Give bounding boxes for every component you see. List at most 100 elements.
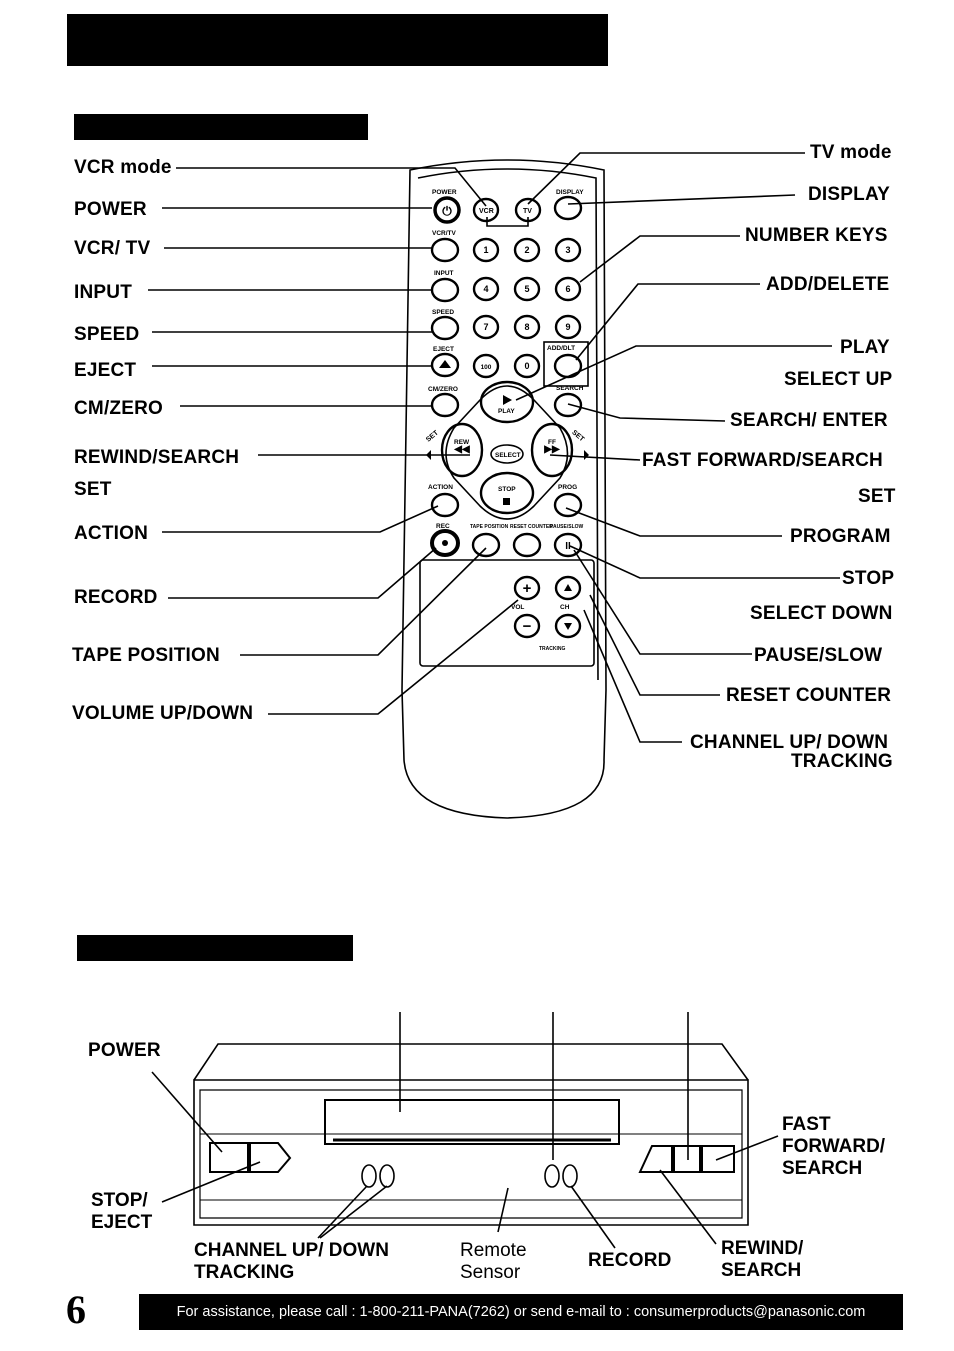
vcr-label-stop-eject: STOP/ EJECT <box>91 1190 153 1233</box>
prog-button-label: PROG <box>558 484 577 491</box>
vcr-tv-button <box>430 237 460 263</box>
vcr-stop-eject-button <box>249 1142 292 1173</box>
label-input: INPUT <box>74 282 132 303</box>
label-speed: SPEED <box>74 324 140 345</box>
tape-position-button <box>471 532 501 558</box>
vol-up-button <box>513 575 541 601</box>
tracking-button-label: TRACKING <box>539 646 565 652</box>
leader-volume <box>268 599 519 715</box>
vcr-button-label: VCR <box>479 208 494 215</box>
leader-vcr-power <box>151 1071 223 1153</box>
reset-counter-button-label: RESET COUNTER <box>510 524 553 530</box>
input-button-label: INPUT <box>434 270 454 277</box>
ch-down-icon <box>564 623 572 630</box>
label-set-left: SET <box>74 479 112 500</box>
label-eject: EJECT <box>74 360 137 381</box>
power-button-label: POWER <box>432 189 457 196</box>
label-channel-up-down: CHANNEL UP/ DOWN <box>690 732 889 753</box>
number-key-8: 8 <box>524 322 529 332</box>
add-delete-button <box>553 353 583 379</box>
label-play: PLAY <box>840 337 890 358</box>
vcr-label-rewind-search: REWIND/ SEARCH <box>721 1238 804 1281</box>
leader-vcr-rewind <box>659 1169 717 1245</box>
speed-button-label: SPEED <box>432 309 454 316</box>
ff-arrows-icon: ▶▶ <box>543 444 561 455</box>
speed-button <box>430 315 460 341</box>
vcr-section-bar <box>77 935 353 961</box>
minus-icon: − <box>523 618 532 635</box>
leader-display <box>567 194 796 205</box>
label-tape-position: TAPE POSITION <box>72 645 220 666</box>
number-key-0: 0 <box>524 361 529 371</box>
vcr-play-right-button <box>673 1145 701 1173</box>
leader-play <box>515 345 832 401</box>
vcr-channel-up-button <box>379 1164 395 1188</box>
label-power: POWER <box>74 199 147 220</box>
page-title-bar <box>67 14 608 66</box>
rec-button-label: REC <box>436 523 450 530</box>
vcr-tv-button-label: VCR/TV <box>432 230 457 237</box>
label-display: DISPLAY <box>808 184 891 205</box>
play-icon <box>503 395 512 405</box>
number-key-5: 5 <box>524 284 529 294</box>
leader-vcr-stop <box>161 1161 261 1203</box>
prog-button <box>553 492 583 518</box>
vcr-label-power: POWER <box>88 1040 161 1061</box>
reset-counter-button <box>512 532 542 558</box>
leader-vcr-mode <box>176 167 487 207</box>
stop-button-label: STOP <box>498 486 516 493</box>
label-reset-counter: RESET COUNTER <box>726 685 892 706</box>
ff-button-label: FF <box>548 439 556 446</box>
leader-pause-slow <box>573 549 752 655</box>
label-select-down: SELECT DOWN <box>750 603 893 624</box>
label-vcr-tv: VCR/ TV <box>74 238 151 259</box>
power-symbol-icon: ⏻ <box>442 204 452 218</box>
vcr-power-button <box>209 1142 249 1173</box>
select-button-label: SELECT <box>495 452 521 459</box>
vcr-play-button <box>544 1164 560 1188</box>
vcr-label-fast-forward-search: FAST FORWARD/ SEARCH <box>782 1114 886 1179</box>
remote-section-bar <box>74 114 368 140</box>
number-key-4: 4 <box>483 284 488 294</box>
play-button-label: PLAY <box>498 408 515 415</box>
vcr-fast-forward-button <box>701 1145 735 1173</box>
action-button <box>430 492 460 518</box>
leader-number-keys <box>579 235 740 283</box>
eject-icon <box>439 360 451 368</box>
action-button-label: ACTION <box>428 484 453 491</box>
fast-forward-button <box>530 422 574 478</box>
set-right-arrow-icon <box>584 450 589 460</box>
vcr-label-remote-sensor: Remote Sensor <box>460 1240 527 1283</box>
play-button <box>479 380 535 424</box>
rew-button-label: REW <box>454 439 470 446</box>
label-tracking: TRACKING <box>791 751 893 772</box>
leader-vcr-channel <box>317 1185 388 1239</box>
label-action: ACTION <box>74 523 149 544</box>
rew-arrows-icon: ◀◀ <box>453 444 470 455</box>
number-key-3: 3 <box>565 245 570 255</box>
leader-program <box>565 507 782 537</box>
label-add-delete: ADD/DELETE <box>766 274 890 295</box>
set-right-button-label: SET <box>570 429 585 444</box>
remote-body <box>401 159 607 819</box>
select-button <box>490 444 524 464</box>
leader-vcr-remote-sensor <box>497 1187 509 1233</box>
leader-action <box>162 505 439 533</box>
stop-square-icon <box>503 498 510 505</box>
label-record: RECORD <box>74 587 158 608</box>
vol-button-label: VOL <box>511 604 524 611</box>
leader-tv-mode <box>527 152 805 205</box>
leader-vcr-ff <box>715 1135 779 1161</box>
number-key-7: 7 <box>483 322 488 332</box>
leader-reset-counter <box>589 594 720 696</box>
cm-zero-button <box>430 392 460 418</box>
search-enter-button <box>553 392 583 418</box>
set-left-button-label: SET <box>425 429 440 444</box>
vcr-label-record: RECORD <box>588 1250 672 1271</box>
page-number: 6 <box>66 1287 86 1332</box>
vcr-record-button <box>562 1164 578 1188</box>
ch-down-button <box>554 613 582 639</box>
label-number-keys: NUMBER KEYS <box>745 225 888 246</box>
eject-button-label: EJECT <box>433 346 454 353</box>
